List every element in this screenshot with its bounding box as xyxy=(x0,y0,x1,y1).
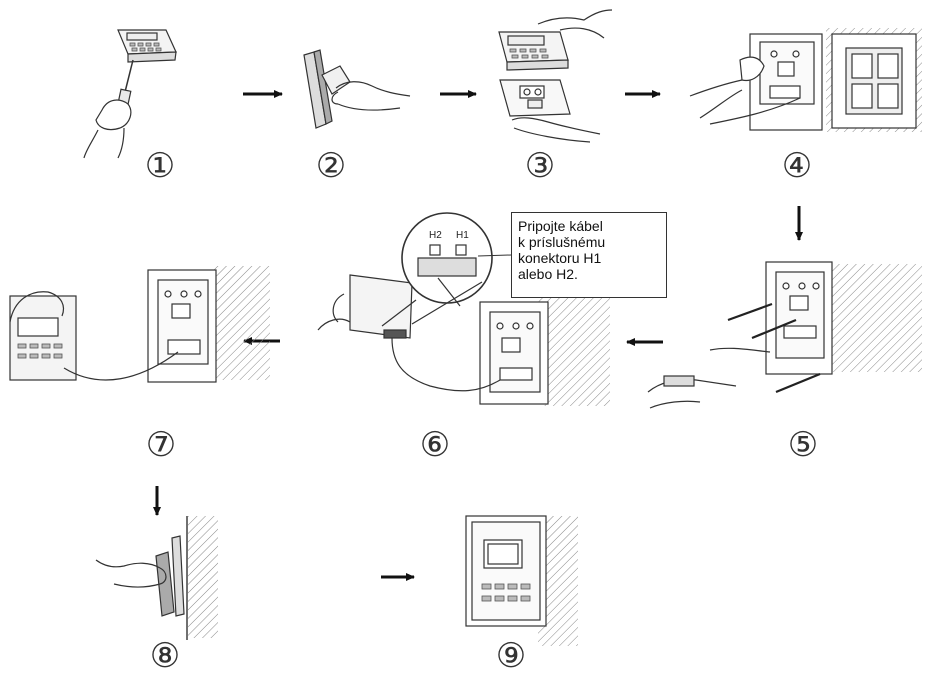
step3-illustration xyxy=(498,9,613,143)
step-number-9: ⑨ xyxy=(495,636,527,676)
step2-illustration xyxy=(303,49,411,129)
step6-illustration xyxy=(317,212,610,406)
callout-line-4: alebo H2. xyxy=(518,266,578,282)
wiring-callout: Pripojte kábel k príslušnému konektoru H… xyxy=(511,212,667,298)
step-number-2: ② xyxy=(315,146,347,186)
step4-illustration xyxy=(689,28,922,132)
connector-label-h1: H1 xyxy=(456,230,469,241)
callout-line-1: Pripojte kábel xyxy=(518,218,603,234)
step-number-6: ⑥ xyxy=(419,425,451,465)
callout-line-3: konektoru H1 xyxy=(518,250,602,266)
step7-illustration xyxy=(9,266,270,383)
step-number-1: ① xyxy=(144,146,176,186)
step-number-8: ⑧ xyxy=(149,636,181,676)
step9-illustration xyxy=(465,515,578,646)
step-number-4: ④ xyxy=(781,146,813,186)
callout-pointer xyxy=(477,254,512,257)
callout-line-2: k príslušnému xyxy=(518,234,606,250)
step8-illustration xyxy=(95,516,218,640)
connector-label-h2: H2 xyxy=(429,230,442,241)
step-number-5: ⑤ xyxy=(787,425,819,465)
step1-illustration xyxy=(83,29,177,159)
step5-illustration xyxy=(647,261,922,409)
step-number-7: ⑦ xyxy=(145,425,177,465)
step-number-3: ③ xyxy=(524,146,556,186)
